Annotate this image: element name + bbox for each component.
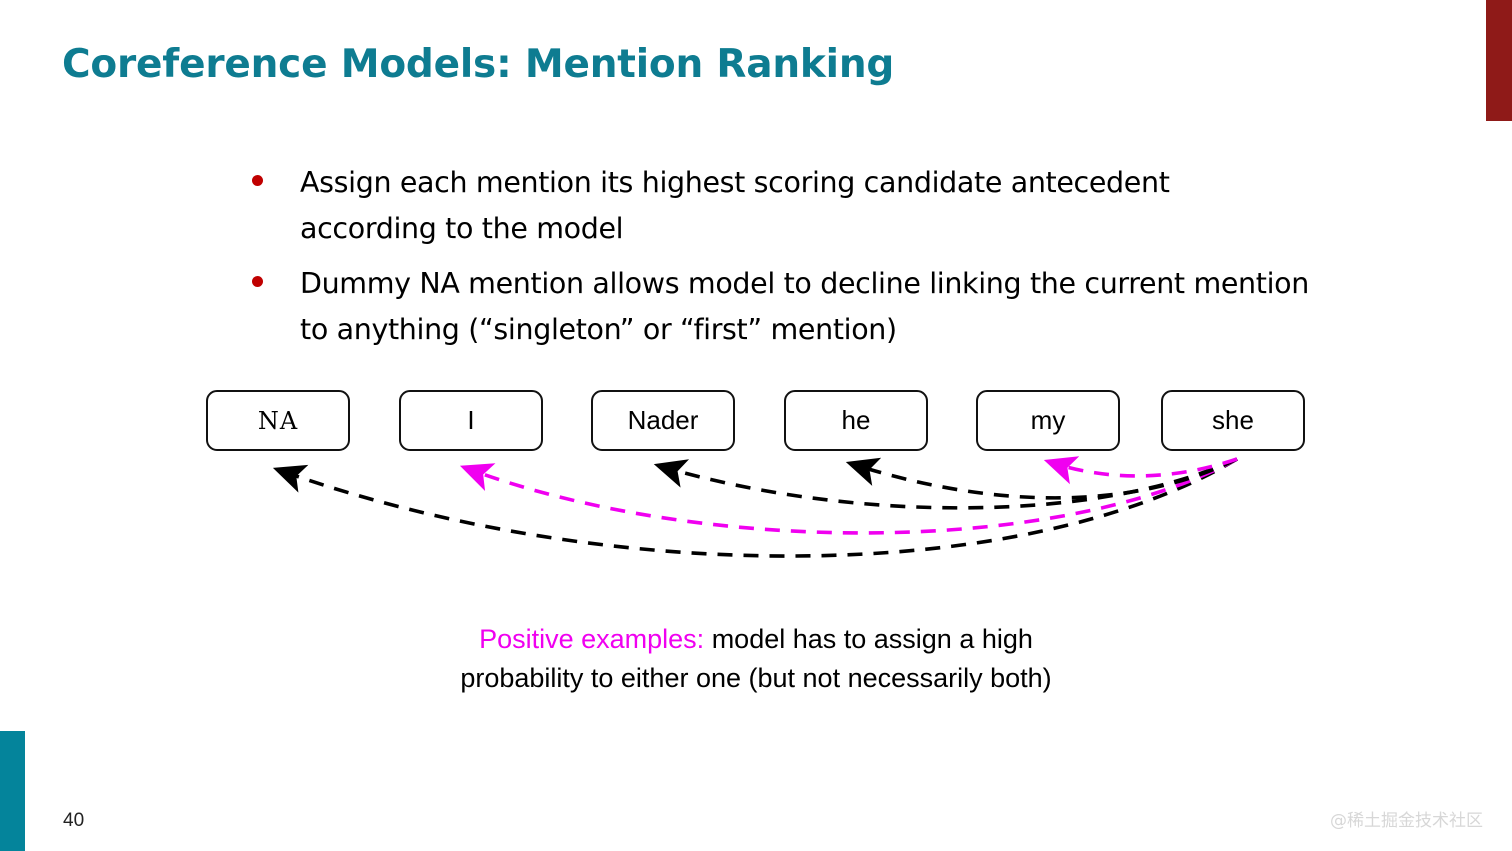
bullet-list: Assign each mention its highest scoring … xyxy=(252,160,1312,362)
arc-she-to-my xyxy=(1043,456,1238,485)
caption-line-2: probability to either one (but not neces… xyxy=(460,663,1052,694)
top-right-accent-bar xyxy=(1486,0,1512,121)
bullet-text: Assign each mention its highest scoring … xyxy=(300,166,1170,245)
bullet-dot-icon xyxy=(252,276,263,288)
mention-box-he[interactable]: he xyxy=(784,390,928,451)
arc-she-to-he xyxy=(845,457,1238,500)
caption-line-1-rest: model has to assign a high xyxy=(704,624,1033,654)
bottom-left-accent-bar xyxy=(0,731,25,851)
list-item: Dummy NA mention allows model to decline… xyxy=(252,261,1312,352)
caption-highlight: Positive examples: xyxy=(479,624,705,654)
bullet-text: Dummy NA mention allows model to decline… xyxy=(300,267,1309,346)
arc-she-to-nader xyxy=(653,457,1238,510)
watermark: @稀土掘金技术社区 xyxy=(1330,811,1483,831)
mention-box-i[interactable]: I xyxy=(399,390,543,451)
list-item: Assign each mention its highest scoring … xyxy=(252,160,1312,251)
bullet-dot-icon xyxy=(252,175,263,186)
slide-number: 40 xyxy=(63,810,85,831)
mention-box-my[interactable]: my xyxy=(976,390,1120,451)
page-title: Coreference Models: Mention Ranking xyxy=(62,42,895,87)
mention-box-na[interactable]: NA xyxy=(206,390,350,451)
mention-box-nader[interactable]: Nader xyxy=(591,390,735,451)
caption: Positive examples: model has to assign a… xyxy=(0,620,1512,699)
coreference-arcs xyxy=(272,456,1238,558)
caption-line-1: Positive examples: model has to assign a… xyxy=(0,620,1512,659)
arc-she-to-na xyxy=(272,457,1238,558)
mention-ranking-diagram: NA I Nader he my she xyxy=(0,360,1512,620)
arc-she-to-i xyxy=(459,457,1238,535)
mention-box-she[interactable]: she xyxy=(1161,390,1305,451)
